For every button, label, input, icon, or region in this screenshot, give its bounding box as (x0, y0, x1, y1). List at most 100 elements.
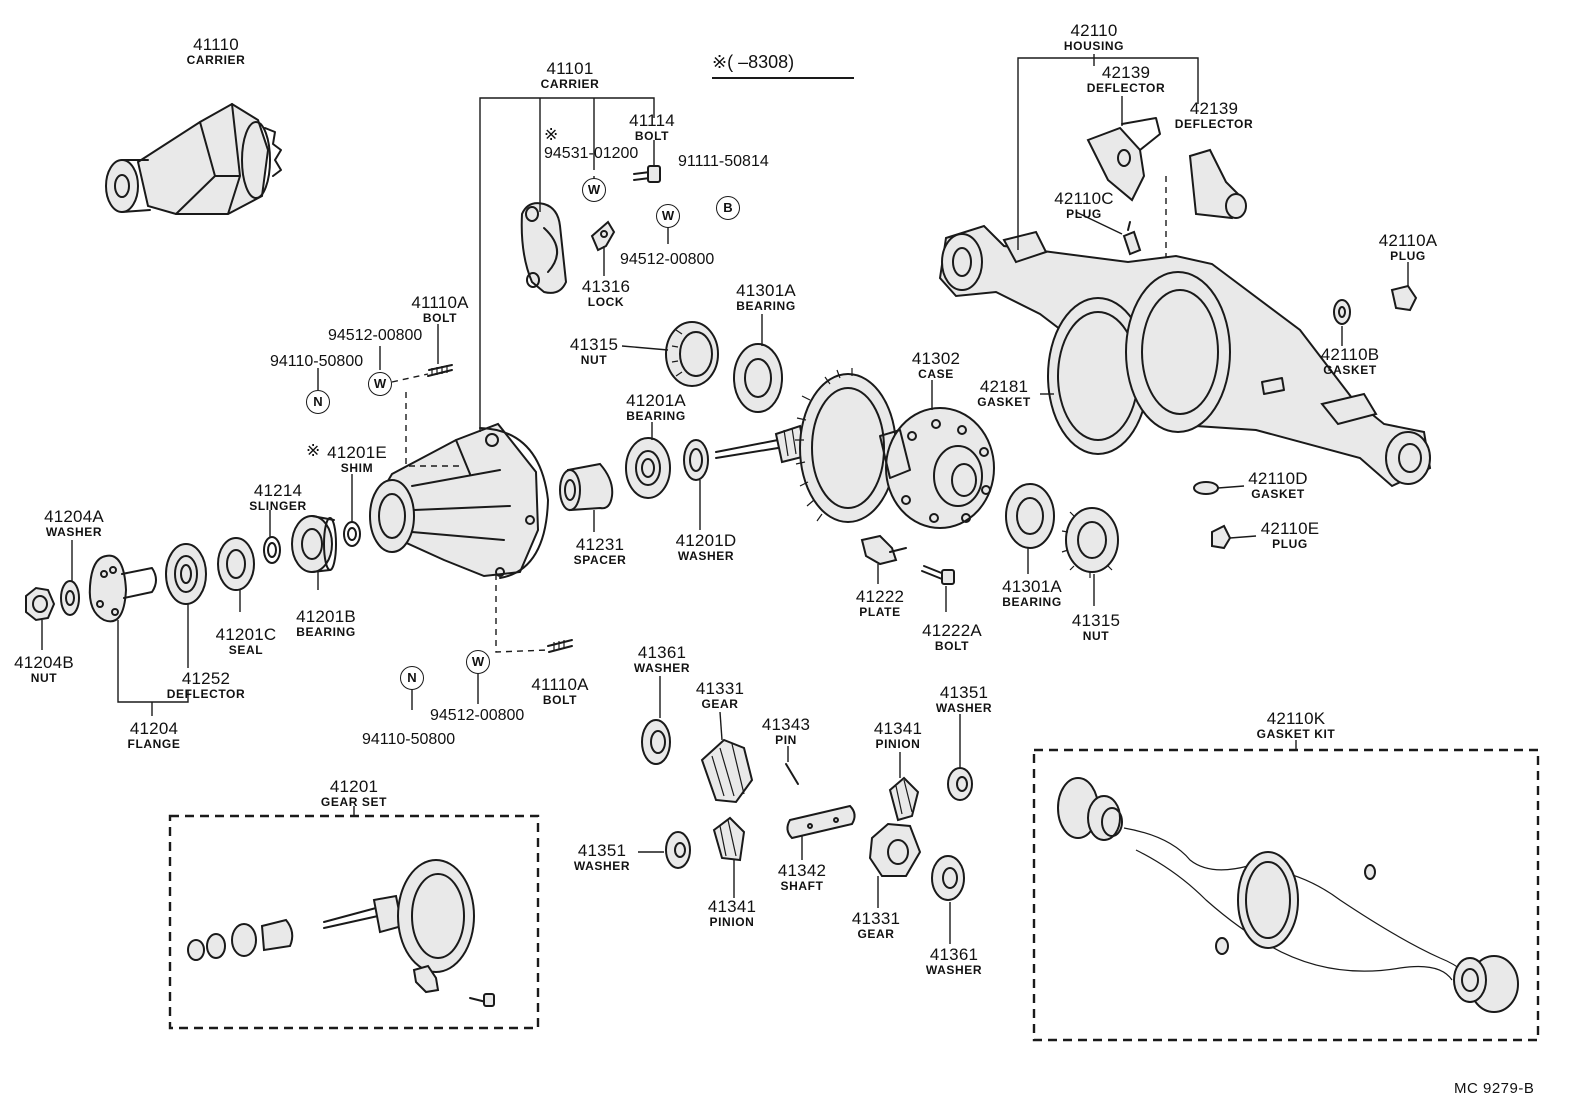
part-number: 42110A (1378, 231, 1438, 250)
part-name: WASHER (573, 859, 631, 873)
part-name: WASHER (925, 963, 983, 977)
callout-42110b: 42110B GASKET (1321, 346, 1380, 376)
bearing-cap-drawing (520, 202, 568, 294)
part-name: BEARING (736, 299, 796, 313)
part-name: GASKET (1251, 487, 1305, 501)
part-name: PINION (875, 737, 921, 751)
part-number: 42110E (1260, 519, 1320, 538)
pinion-washer-drawing (683, 439, 709, 481)
part-number: 42110 (1070, 21, 1118, 40)
washer-w-symbol: W (466, 650, 490, 674)
part-name: GEAR SET (320, 795, 388, 809)
part-number: 42110C (1054, 189, 1114, 208)
part-number: 41351 (939, 683, 989, 702)
part-name: SHAFT (780, 879, 824, 893)
part-number: 41316 (581, 277, 631, 296)
part-name: BEARING (626, 409, 686, 423)
part-number: 41342 (777, 861, 827, 880)
part-number: 41341 (873, 719, 923, 738)
callout-42110-housing: 42110 HOUSING (1064, 22, 1124, 52)
part-name: NUT (30, 671, 58, 685)
part-name: CARRIER (186, 53, 246, 67)
part-number: 41331 (851, 909, 901, 928)
mark-symbol: ※ (544, 125, 559, 144)
part-name: CARRIER (540, 77, 600, 91)
part-number: 41302 (911, 349, 961, 368)
companion-flange-drawing (88, 554, 157, 623)
part-number: 41222 (855, 587, 905, 606)
washer-w-symbol: W (656, 204, 680, 228)
lock-plate-drawing (860, 534, 907, 566)
callout-42110k-gasket-kit: 42110K GASKET KIT (1257, 710, 1336, 740)
pinion-pin-drawing (785, 763, 799, 785)
callout-41222: 41222 PLATE (856, 588, 904, 618)
part-number: 41231 (575, 535, 625, 554)
callout-94110-50800-lower: 94110-50800 (362, 731, 456, 748)
oil-seal-drawing (217, 537, 255, 591)
plug-42110a-drawing (1390, 284, 1418, 312)
callout-91111-50814: 91111-50814 (678, 153, 769, 170)
callout-41201e: 41201E SHIM (327, 444, 387, 474)
part-number: 41204A (44, 507, 104, 526)
part-number: 41252 (181, 669, 231, 688)
callout-41201a: 41201A BEARING (626, 392, 686, 422)
part-number: 41315 (569, 335, 619, 354)
part-number: 42110B (1320, 345, 1380, 364)
part-number: 41201C (215, 625, 277, 644)
part-number: 41315 (1071, 611, 1121, 630)
part-name: WASHER (45, 525, 103, 539)
callout-41114: 41114 BOLT (629, 112, 675, 142)
callout-41252: 41252 DEFLECTOR (167, 670, 246, 700)
shim-drawing (343, 521, 361, 547)
lock-41316-drawing (590, 220, 616, 252)
part-name: GASKET (977, 395, 1031, 409)
part-name: BOLT (634, 129, 670, 143)
part-number: 41201 (329, 777, 379, 796)
callout-41341-lower: 41341 PINION (708, 898, 756, 928)
slinger-drawing (263, 536, 281, 564)
part-number: 41110A (411, 293, 469, 312)
part-name: PLUG (1066, 207, 1102, 221)
callout-41343: 41343 PIN (762, 716, 810, 746)
callout-94512-00800-top: 94512-00800 (620, 251, 715, 268)
part-name: LOCK (587, 295, 625, 309)
callout-41201-gear-set: 41201 GEAR SET (321, 778, 387, 808)
part-number: 41351 (577, 841, 627, 860)
part-name: SEAL (228, 643, 264, 657)
callout-41341-upper: 41341 PINION (874, 720, 922, 750)
side-gear-41331-lower-drawing (868, 822, 922, 877)
part-number: 41201B (296, 607, 356, 626)
part-name: WASHER (935, 701, 993, 715)
part-name: CASE (918, 367, 954, 381)
callout-94110-50800-upper: 94110-50800 (270, 353, 364, 370)
callout-41231: 41231 SPACER (574, 536, 627, 566)
part-number: 41201A (626, 391, 686, 410)
callout-41351-right: 41351 WASHER (936, 684, 992, 714)
part-name: BEARING (296, 625, 356, 639)
part-number: 41101 (546, 59, 594, 78)
case-side-bearing-right-drawing (1005, 483, 1055, 549)
part-name: HOUSING (1063, 39, 1125, 53)
callout-41101: 41101 CARRIER (541, 60, 600, 90)
part-number: 41361 (929, 945, 979, 964)
callout-42139-right: 42139 DEFLECTOR (1175, 100, 1254, 130)
axle-housing-drawing (938, 224, 1432, 488)
collapsible-spacer-drawing (559, 462, 614, 512)
callout-41201d: 41201D WASHER (676, 532, 737, 562)
pinion-41341-upper-drawing (888, 776, 920, 822)
callout-41110a-upper: 41110A BOLT (411, 294, 468, 324)
part-name: FLANGE (127, 737, 181, 751)
part-number: 41110A (531, 675, 589, 694)
callout-41316: 41316 LOCK (582, 278, 630, 308)
part-number: 41343 (761, 715, 811, 734)
deflector-42139-left-drawing (1086, 117, 1161, 202)
callout-94531-01200: 94531-01200 (544, 145, 639, 162)
leader-lines (41, 54, 1409, 944)
flange-nut-drawing (25, 586, 56, 622)
part-name: PLUG (1390, 249, 1426, 263)
gear-set-contents-drawing (187, 859, 495, 1007)
callout-41204b: 41204B NUT (14, 654, 74, 684)
part-name: BOLT (422, 311, 458, 325)
callout-42110e: 42110E PLUG (1261, 520, 1320, 550)
